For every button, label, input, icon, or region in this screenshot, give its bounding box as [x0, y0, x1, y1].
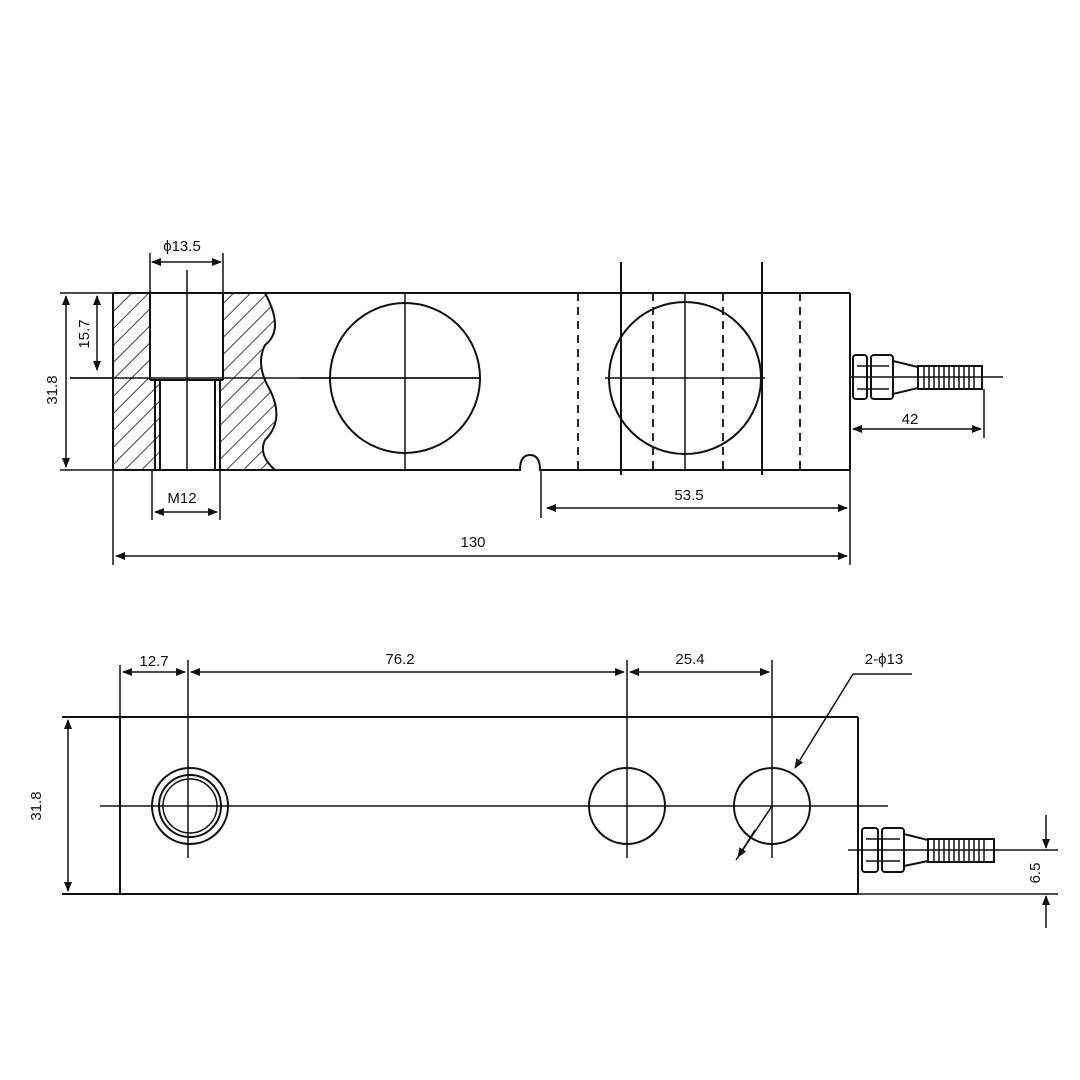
cable-connector-top [850, 354, 1003, 400]
threaded-hole [151, 660, 229, 858]
dim-holes-callout: 2-ϕ13 [735, 651, 912, 861]
top-view: ϕ13.5 15.7 31.8 M12 130 [44, 238, 1003, 565]
cable-connector-bottom [848, 827, 1000, 873]
mounting-hole-2 [733, 660, 811, 858]
dim-label-holes-callout: 2-ϕ13 [865, 651, 903, 668]
dim-cable-offset: 6.5 [858, 815, 1058, 928]
dim-label-height-bottom: 31.8 [28, 791, 45, 820]
strain-circle-right [577, 262, 801, 475]
dim-cable-length: 42 [849, 389, 985, 438]
dim-label-edge-to-hole: 12.7 [139, 653, 168, 670]
dim-label-hole-depth: 15.7 [76, 319, 93, 348]
dim-hole-depth: 15.7 [70, 295, 113, 379]
dim-total-length: 130 [112, 470, 851, 565]
dim-label-hole-diameter: ϕ13.5 [163, 238, 201, 255]
dim-label-height-top: 31.8 [44, 375, 61, 404]
dim-slot-to-end: 53.5 [540, 470, 848, 518]
hatched-section [113, 270, 278, 471]
dim-label-cable-offset: 6.5 [1027, 863, 1044, 884]
cable-spring-bottom [933, 839, 985, 862]
dim-label-thread: M12 [167, 490, 196, 507]
cable-spring-top [923, 366, 975, 389]
dim-height-bottom: 31.8 [28, 719, 72, 892]
dim-label-hole-spacing: 76.2 [385, 651, 414, 668]
dim-thread: M12 [151, 470, 221, 520]
strain-circle-left [329, 293, 481, 470]
dim-row-bottom: 12.7 76.2 25.4 [119, 651, 770, 717]
bottom-view: 12.7 76.2 25.4 2-ϕ13 31.8 [28, 651, 1058, 928]
dim-label-cable-length: 42 [902, 411, 919, 428]
mounting-hole-1 [588, 660, 666, 858]
dim-label-total-length: 130 [460, 534, 485, 551]
dim-label-slot-to-end: 53.5 [674, 487, 703, 504]
dim-label-hole-pitch: 25.4 [675, 651, 704, 668]
dim-height-top: 31.8 [44, 292, 113, 471]
dim-hole-diameter: ϕ13.5 [149, 238, 224, 293]
